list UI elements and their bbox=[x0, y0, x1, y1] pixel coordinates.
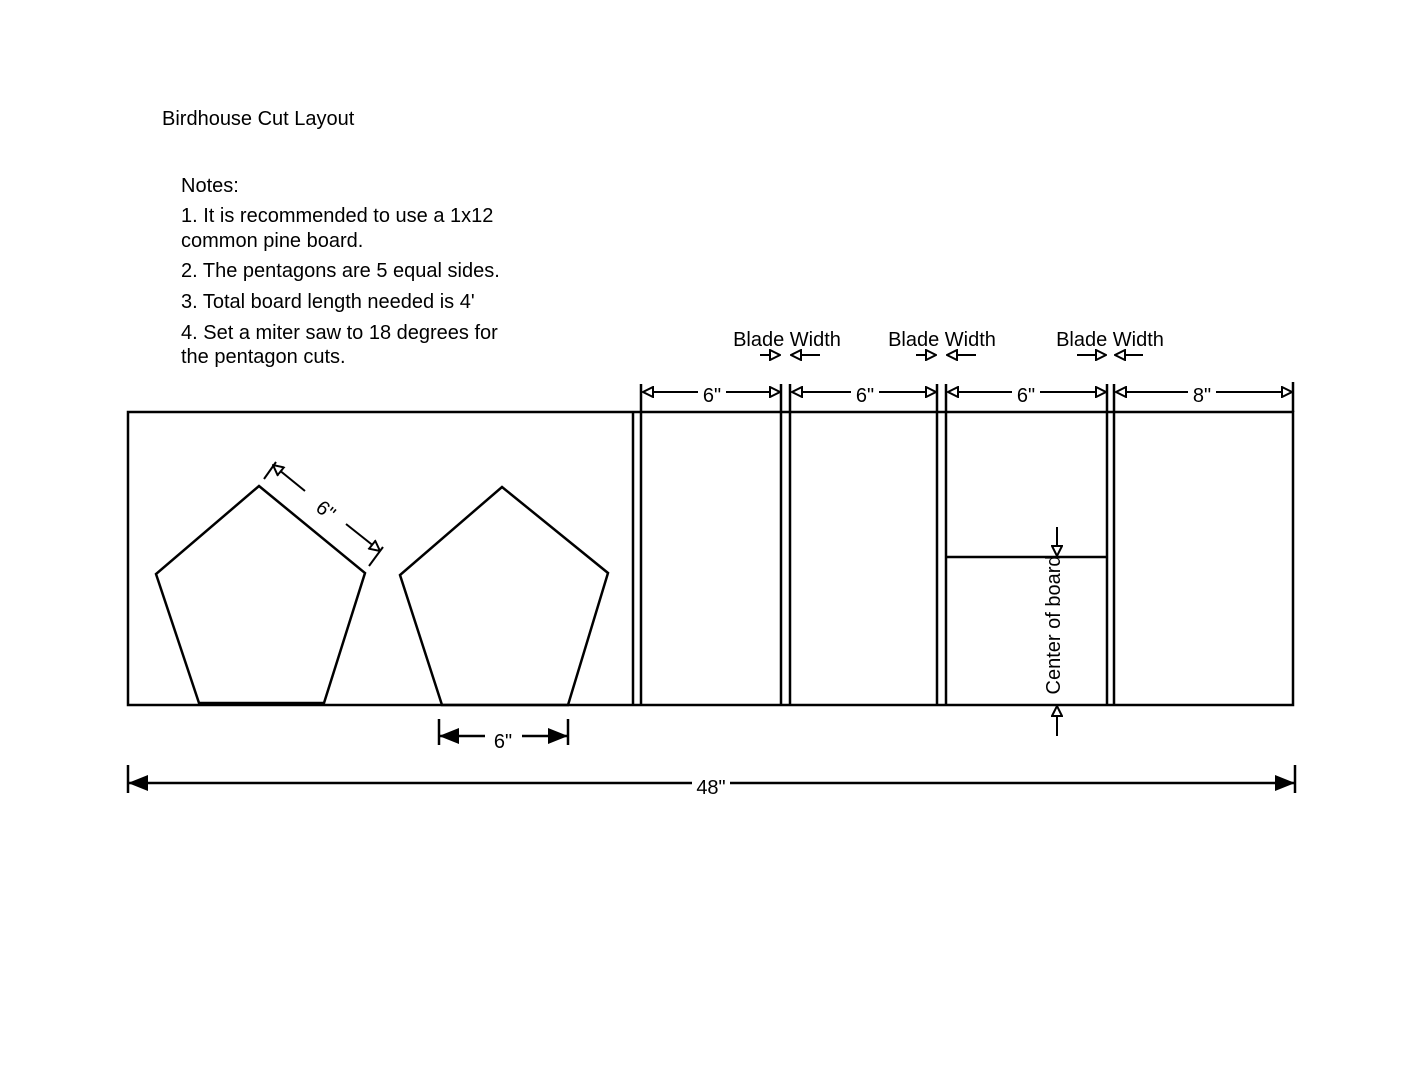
notes: Notes: 1. It is recommended to use a 1x1… bbox=[181, 175, 500, 368]
dimension-tick bbox=[263, 461, 277, 480]
blade-width-label: Blade Width bbox=[1056, 329, 1164, 351]
piece-3-label: 6" bbox=[1017, 385, 1035, 407]
diagram-title: Birdhouse Cut Layout bbox=[162, 108, 355, 130]
note-1-line-2: common pine board. bbox=[181, 230, 363, 252]
piece-dimensions: 6" 6" 6" 8" bbox=[643, 385, 1292, 407]
pentagon-base-dimension: 6" bbox=[437, 719, 570, 753]
dimension-tick bbox=[368, 546, 384, 567]
blade-width-label: Blade Width bbox=[733, 329, 841, 351]
notes-heading: Notes: bbox=[181, 175, 239, 197]
piece-1-label: 6" bbox=[703, 385, 721, 407]
blade-width-label: Blade Width bbox=[888, 329, 996, 351]
piece-2-label: 6" bbox=[856, 385, 874, 407]
note-3: 3. Total board length needed is 4' bbox=[181, 291, 475, 313]
board-outline bbox=[126, 410, 1295, 707]
center-of-board-annotation: Center of board bbox=[1040, 527, 1075, 736]
blade-width-annotations: Blade Width Blade Width Blade Width bbox=[733, 329, 1164, 355]
total-length-dimension: 48" bbox=[126, 765, 1297, 799]
note-4-line-2: the pentagon cuts. bbox=[181, 346, 346, 368]
total-length-label: 48" bbox=[696, 777, 725, 799]
dimension-arrow bbox=[273, 465, 306, 492]
pentagon-side-dimension: 6" bbox=[263, 461, 384, 567]
cut-lines bbox=[631, 382, 1295, 705]
pentagon-base-label: 6" bbox=[494, 731, 512, 753]
piece-4-label: 8" bbox=[1193, 385, 1211, 407]
note-1-line-1: 1. It is recommended to use a 1x12 bbox=[181, 205, 493, 227]
pentagon-side-label: 6" bbox=[311, 496, 339, 525]
pentagon-right bbox=[398, 485, 610, 707]
pentagon-left bbox=[154, 484, 367, 705]
dimension-arrow bbox=[345, 523, 380, 551]
center-of-board-label: Center of board bbox=[1043, 556, 1065, 695]
note-4-line-1: 4. Set a miter saw to 18 degrees for bbox=[181, 322, 498, 344]
note-2: 2. The pentagons are 5 equal sides. bbox=[181, 260, 500, 282]
